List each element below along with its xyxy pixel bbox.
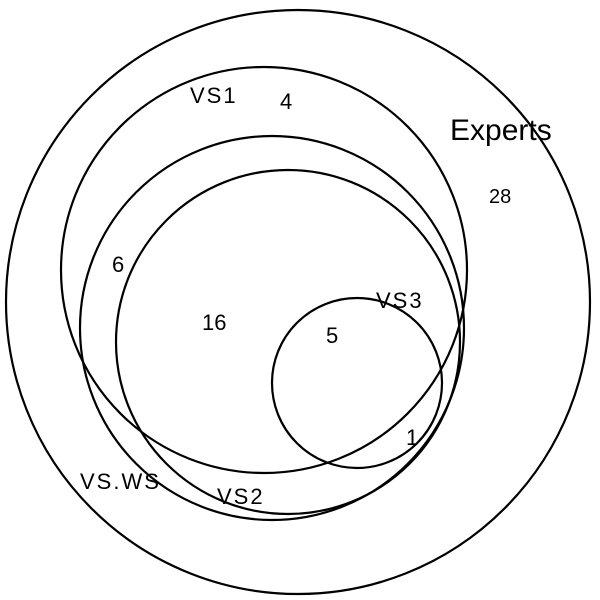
vs2-circle: [114, 168, 462, 516]
vs2-label: VS2: [217, 484, 265, 509]
count-vs1-only: 4: [280, 89, 292, 114]
count-vs3-edge: 1: [406, 425, 418, 450]
vs1-circle: [59, 65, 469, 475]
vs-ws-label: VS.WS: [80, 469, 161, 494]
count-vs1-vsws: 6: [112, 252, 124, 277]
vs1-label: VS1: [190, 83, 238, 108]
experts-circle: [4, 8, 592, 596]
count-core: 16: [202, 310, 226, 335]
count-experts-only: 28: [489, 186, 511, 208]
vs-ws-circle: [78, 134, 466, 522]
count-with-vs3: 5: [326, 323, 338, 348]
vs3-circle: [270, 296, 444, 470]
vs3-label: VS3: [376, 288, 424, 313]
experts-label: Experts: [450, 114, 552, 147]
